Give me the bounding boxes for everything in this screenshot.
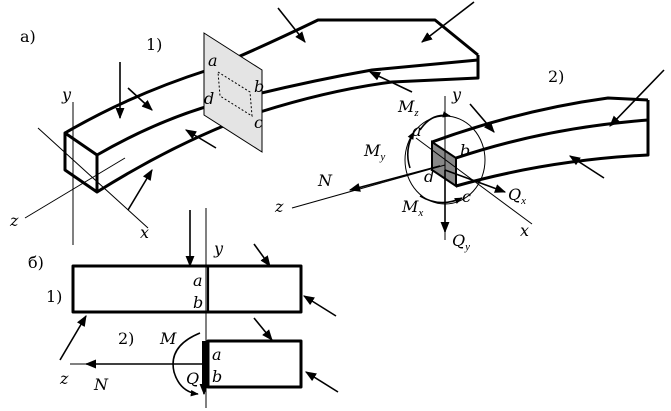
beam-2-top-front-edge xyxy=(455,100,650,160)
load-arrow-b2 xyxy=(253,243,271,267)
load-arrow-4 xyxy=(127,169,153,211)
beam-rect-1 xyxy=(71,264,303,314)
load-arrow-8 xyxy=(469,103,495,133)
axis-x-label-2: x xyxy=(520,221,529,240)
point-d-r: d xyxy=(424,167,434,186)
point-a-b1: a xyxy=(193,271,203,290)
case-label-1-top: 1) xyxy=(146,35,162,54)
label-My: My xyxy=(363,141,385,163)
load-arrow-b5 xyxy=(253,317,273,341)
section-plane-face xyxy=(203,32,263,153)
point-b-b1: b xyxy=(193,293,203,312)
load-arrow-b4 xyxy=(59,315,87,361)
point-b-top: b xyxy=(254,77,264,96)
beam-1 xyxy=(63,18,480,194)
axes-beam-1 xyxy=(24,102,149,245)
point-d-top: d xyxy=(204,89,214,108)
label-M-bottom: M xyxy=(159,329,177,348)
force-Qx-arrow xyxy=(444,169,507,193)
load-arrow-3 xyxy=(185,129,217,149)
axis-y-label-bottom: y xyxy=(213,239,224,258)
load-arrow-b6 xyxy=(305,371,339,393)
axis-y-label-1: y xyxy=(61,85,72,104)
force-N-arrow xyxy=(348,165,441,192)
label-Mx: Mx xyxy=(401,197,423,219)
internal-forces-b xyxy=(70,332,209,397)
section-plane xyxy=(203,32,263,153)
load-arrow-2 xyxy=(127,87,153,111)
point-c-top: c xyxy=(254,113,263,132)
moment-M-arrow-b xyxy=(172,332,201,397)
case-label-2-top: 2) xyxy=(548,67,564,86)
beam-rect-2 xyxy=(206,339,303,389)
label-Q-bottom: Q xyxy=(186,369,199,388)
load-arrow-5 xyxy=(277,7,306,43)
x-axis-1 xyxy=(37,127,149,229)
internal-forces xyxy=(348,111,507,234)
loads-beam-2 xyxy=(469,69,665,179)
load-arrow-7 xyxy=(368,71,413,93)
load-arrow-6 xyxy=(421,1,475,43)
axes-beam-2 xyxy=(291,96,533,240)
label-N-top: N xyxy=(317,171,333,190)
load-arrow-9 xyxy=(609,69,665,127)
label-N-bottom: N xyxy=(93,375,109,394)
axis-z-label-2: z xyxy=(274,197,284,216)
loads-beam-1 xyxy=(115,1,475,211)
beam-2-cut-face xyxy=(431,140,457,188)
section-abcd-outline xyxy=(217,71,253,117)
beam-1-top-front-edge xyxy=(96,58,479,157)
label-Qx: Qx xyxy=(508,185,526,207)
point-a-b2: a xyxy=(212,345,222,364)
case-label-2-bottom: 2) xyxy=(118,329,134,348)
point-a-r: a xyxy=(412,121,422,140)
moment-Mz-arrow xyxy=(419,111,451,131)
load-arrow-b3 xyxy=(303,295,337,317)
label-Qy: Qy xyxy=(452,231,470,253)
beam-1-end-face xyxy=(63,131,99,194)
part-label-a: а) xyxy=(20,27,36,46)
axis-z-label-bottom: z xyxy=(59,369,69,388)
moment-Mx-arrow xyxy=(419,195,463,204)
beam-2 xyxy=(431,96,650,188)
point-c-r: c xyxy=(462,187,471,206)
moment-My-arrow xyxy=(406,131,415,169)
label-Mz: Mz xyxy=(397,97,419,119)
load-arrow-10 xyxy=(569,155,605,179)
loads-part-b xyxy=(59,210,339,393)
part-label-b: б) xyxy=(28,253,44,272)
point-b-r: b xyxy=(460,141,470,160)
beam-2-top-back-edge xyxy=(431,96,649,144)
axis-y-label-2: y xyxy=(451,85,462,104)
axis-z-label-1: z xyxy=(9,211,19,230)
point-a-top: a xyxy=(208,51,218,70)
point-b-b2: b xyxy=(212,367,222,386)
case-label-1-bottom: 1) xyxy=(46,287,62,306)
z-axis-1 xyxy=(24,157,126,219)
axis-x-label-1: x xyxy=(140,223,149,242)
beam-2-bottom-edge xyxy=(455,120,650,188)
